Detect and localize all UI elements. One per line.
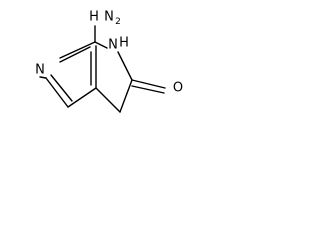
bond-c2-o-double [131,85,165,94]
amine-subscript: 2 [115,17,121,27]
bond-c7-n6-double [59,46,91,63]
amine-h-label: H [89,10,99,25]
bond-c2-o [131,79,166,89]
bond-c4-c5-double [50,74,73,102]
ring-nitrogen-label: N [35,63,45,78]
bond-c3a-c4 [67,87,97,108]
lactam-h-label: H [119,36,129,51]
amine-n-label: N [104,10,114,25]
carbonyl-oxygen-label: O [173,81,183,96]
chemical-structure: H N 2 N H N O [35,10,183,113]
bond-c7-c7a [94,41,108,49]
lactam-nh-label: N H [108,36,129,53]
bond-c3-c3a [95,87,121,113]
bond-c5-n6 [39,76,47,79]
bond-n1-c2 [117,51,133,81]
bond-c2-c3 [119,79,133,113]
bond-c7-n6 [59,41,96,59]
amine-label: H N 2 [89,10,121,28]
lactam-n-label: N [108,38,118,53]
bond-c4-c5 [45,77,69,108]
